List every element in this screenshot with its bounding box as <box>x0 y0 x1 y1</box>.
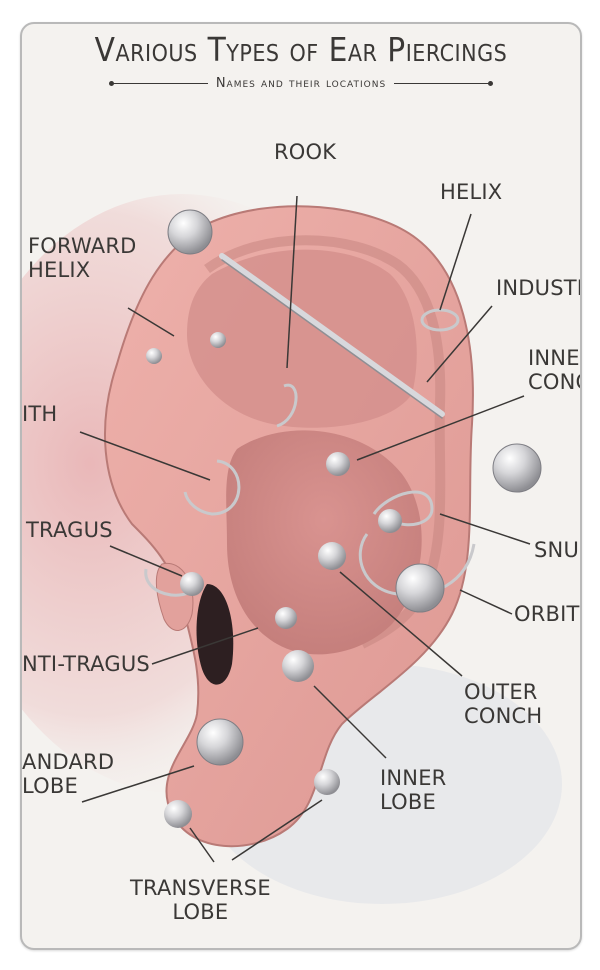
rook-ring <box>276 383 298 428</box>
scapha <box>187 249 417 428</box>
leader-snug <box>439 513 531 545</box>
label-transverse-lobe: Transverse Lobe <box>130 876 271 924</box>
outer-conch-ball-2 <box>282 650 314 682</box>
diagram-card: Various Types of Ear Piercings Names and… <box>20 22 582 950</box>
page-subtitle: Names and their locations <box>215 76 387 91</box>
outer-conch-ball <box>318 542 346 570</box>
label-helix: Helix <box>440 180 503 204</box>
leader-outer-conch <box>339 571 463 677</box>
leader-orbital <box>459 589 513 615</box>
leader-transverse-lobe-a <box>189 827 215 863</box>
label-snug: Snu <box>534 538 580 562</box>
leader-industrial <box>426 305 493 383</box>
label-outer-conch: Outer Conch <box>464 680 543 728</box>
label-daith: ith <box>22 402 58 426</box>
leader-forward-helix <box>127 307 175 337</box>
snug-ring <box>372 490 434 527</box>
ear-illustration <box>22 194 562 904</box>
subtitle-row: Names and their locations <box>22 76 580 91</box>
label-industrial: Industr <box>496 276 580 300</box>
subtitle-rule-right <box>394 81 494 86</box>
label-orbital: Orbit <box>514 602 580 626</box>
tragus-ball <box>180 572 204 596</box>
transverse-lobe-ball <box>164 800 192 828</box>
leader-standard-lobe <box>81 765 195 803</box>
forward-helix-ball-small-2 <box>210 332 226 348</box>
concha <box>226 430 422 655</box>
label-inner-lobe: Inner Lobe <box>380 766 447 814</box>
label-standard-lobe: andard Lobe <box>22 750 115 798</box>
orbital-ball <box>395 563 445 613</box>
industrial-bar-shade <box>221 259 443 419</box>
label-anti-tragus: nti-Tragus <box>22 652 150 676</box>
leader-tragus <box>109 545 183 577</box>
leader-inner-conch <box>356 395 525 461</box>
page-title: Various Types of Ear Piercings <box>94 30 508 69</box>
leader-inner-lobe <box>313 685 387 759</box>
leader-helix <box>439 213 472 311</box>
industrial-bar <box>219 253 445 417</box>
label-tragus: Tragus <box>26 518 113 542</box>
leader-lines <box>79 195 531 863</box>
inner-lobe-ball <box>314 769 340 795</box>
label-inner-conch: Inne Conc <box>528 346 580 394</box>
anti-tragus-ball <box>275 607 297 629</box>
subtitle-rule-left <box>108 81 208 86</box>
leader-rook <box>286 195 298 369</box>
industrial-ball <box>492 443 542 493</box>
inner-conch-ball <box>326 452 350 476</box>
label-rook: Rook <box>274 140 337 164</box>
label-forward-helix: Forward Helix <box>28 234 137 282</box>
leader-anti-tragus <box>151 627 259 665</box>
ear-canal <box>196 584 234 685</box>
standard-lobe-ball <box>196 718 244 766</box>
daith-ring <box>183 459 241 516</box>
forward-helix-ball-large <box>167 209 213 255</box>
leader-daith <box>79 431 211 481</box>
leader-transverse-lobe-b <box>231 799 323 861</box>
snug-ball <box>378 509 402 533</box>
forward-helix-ball-small <box>146 348 162 364</box>
